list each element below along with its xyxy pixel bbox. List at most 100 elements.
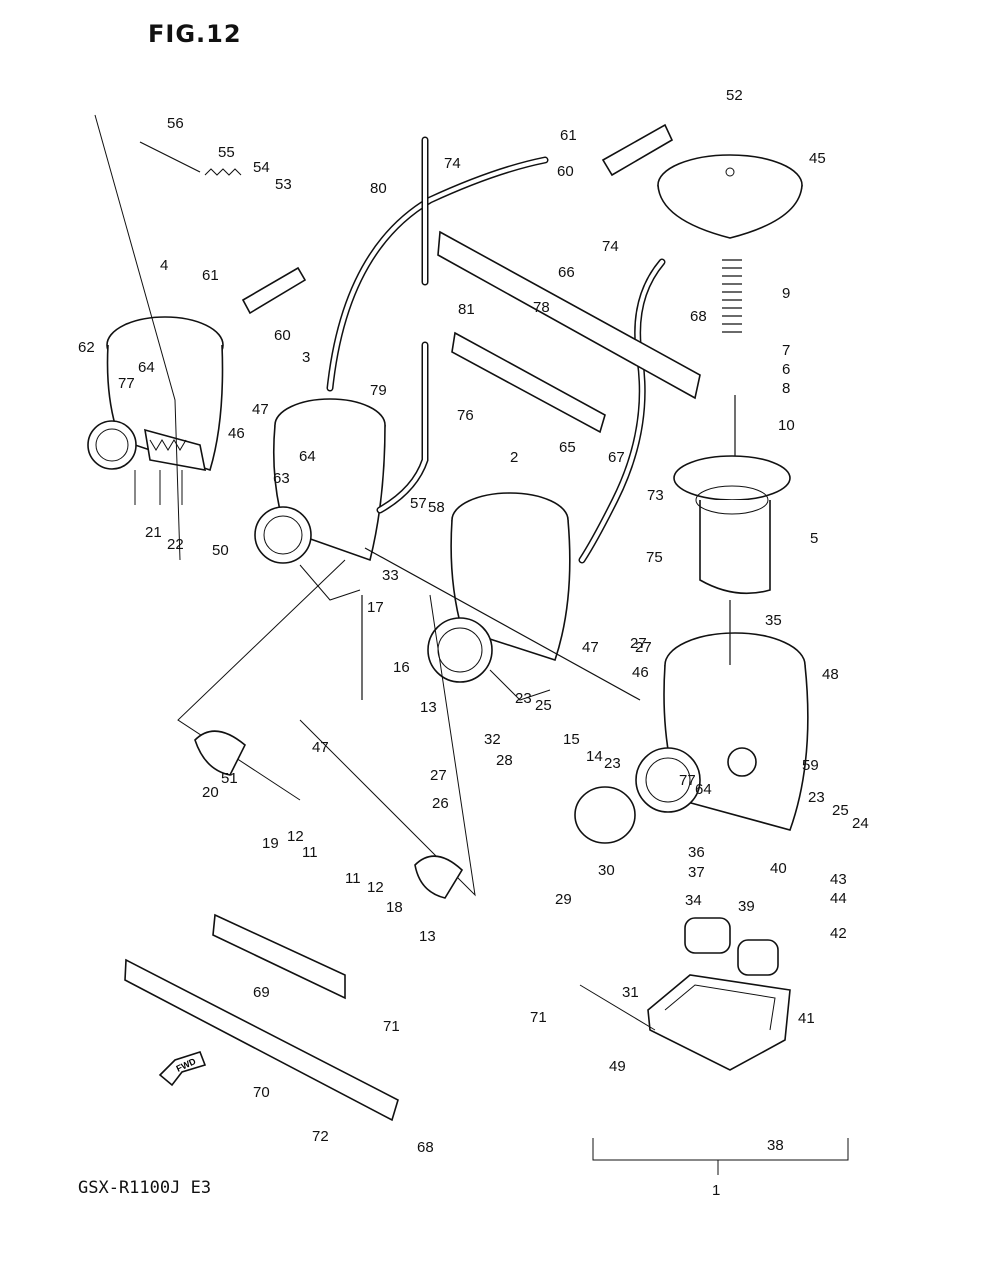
callout-12: 12 (287, 828, 304, 845)
callout-28: 28 (496, 752, 513, 769)
callout-45: 45 (809, 150, 826, 167)
callout-66: 66 (558, 264, 575, 281)
assembly-bracket-1 (592, 1138, 849, 1161)
callout-46: 46 (632, 664, 649, 681)
callout-4: 4 (160, 257, 168, 274)
callout-50: 50 (212, 542, 229, 559)
callout-36: 36 (688, 844, 705, 861)
callout-54: 54 (253, 159, 270, 176)
callout-35: 35 (765, 612, 782, 629)
callout-27: 27 (430, 767, 447, 784)
callout-64: 64 (299, 448, 316, 465)
spring-20 (194, 730, 246, 776)
callout-17: 17 (367, 599, 384, 616)
callout-20: 20 (202, 784, 219, 801)
screw-56 (139, 141, 201, 173)
callout-22: 22 (167, 536, 184, 553)
assembly-line-13 (299, 594, 476, 897)
plate-60-left (241, 266, 307, 315)
carburetor-body-right (635, 632, 809, 831)
callout-49: 49 (609, 1058, 626, 1075)
callout-61: 61 (202, 267, 219, 284)
callout-47: 47 (582, 639, 599, 656)
callout-71: 71 (530, 1009, 547, 1026)
callout-65: 65 (559, 439, 576, 456)
callout-13: 13 (420, 699, 437, 716)
callout-32: 32 (484, 731, 501, 748)
callout-72: 72 (312, 1128, 329, 1145)
callout-57: 57 (410, 495, 427, 512)
callout-38: 38 (767, 1137, 784, 1154)
callout-77: 77 (679, 772, 696, 789)
callout-21: 21 (145, 524, 162, 541)
callout-31: 31 (622, 984, 639, 1001)
assembly-line-31 (579, 984, 656, 1031)
callout-55: 55 (218, 144, 235, 161)
callout-78: 78 (533, 299, 550, 316)
bracket-69 (212, 913, 346, 1000)
callout-19: 19 (262, 835, 279, 852)
callout-30: 30 (598, 862, 615, 879)
callout-39: 39 (738, 898, 755, 915)
callout-26: 26 (432, 795, 449, 812)
diaphragm-piston-5 (673, 455, 791, 595)
parts-illustration: FWD (87, 114, 849, 1175)
callout-5: 5 (810, 530, 818, 547)
callout-79: 79 (370, 382, 387, 399)
bracket-65 (451, 331, 606, 434)
callout-67: 67 (608, 449, 625, 466)
callout-48: 48 (822, 666, 839, 683)
callout-9: 9 (782, 285, 790, 302)
callout-2: 2 (510, 449, 518, 466)
callout-76: 76 (457, 407, 474, 424)
callout-52: 52 (726, 87, 743, 104)
callout-73: 73 (647, 487, 664, 504)
float-bowl-31 (647, 974, 791, 1071)
callout-23: 23 (515, 690, 532, 707)
bracket-66 (437, 230, 701, 400)
hose-79 (376, 341, 429, 514)
callout-64: 64 (695, 781, 712, 798)
callout-27: 27 (635, 639, 652, 656)
callout-18: 18 (386, 899, 403, 916)
callout-6: 6 (782, 361, 790, 378)
callout-68: 68 (690, 308, 707, 325)
callout-11: 11 (345, 870, 361, 887)
callout-58: 58 (428, 499, 445, 516)
callout-69: 69 (253, 984, 270, 1001)
callout-numbers: 1234567891011111212131314151617181920212… (78, 87, 869, 1199)
callout-29: 29 (555, 891, 572, 908)
callout-64: 64 (138, 359, 155, 376)
callout-14: 14 (586, 748, 603, 765)
callout-51: 51 (221, 770, 238, 787)
callout-46: 46 (228, 425, 245, 442)
top-cap-52 (657, 154, 803, 239)
carburetor-3 (254, 398, 386, 601)
plate-60-right (601, 123, 674, 177)
callout-77: 77 (118, 375, 135, 392)
callout-53: 53 (275, 176, 292, 193)
callout-47: 47 (312, 739, 329, 756)
callout-34: 34 (685, 892, 702, 909)
callout-75: 75 (646, 549, 663, 566)
figure-title: FIG.12 (148, 20, 242, 48)
callout-33: 33 (382, 567, 399, 584)
callout-37: 37 (688, 864, 705, 881)
carburetor-4 (87, 316, 224, 505)
callout-81: 81 (458, 301, 475, 318)
callout-71: 71 (383, 1018, 400, 1035)
callout-7: 7 (782, 342, 790, 359)
callout-61: 61 (560, 127, 577, 144)
model-code: GSX-R1100J E3 (78, 1178, 212, 1198)
callout-63: 63 (273, 470, 290, 487)
callout-59: 59 (802, 757, 819, 774)
callout-70: 70 (253, 1084, 270, 1101)
callout-11: 11 (302, 844, 318, 861)
callout-68: 68 (417, 1139, 434, 1156)
callout-47: 47 (252, 401, 269, 418)
callout-1: 1 (712, 1182, 720, 1199)
callout-74: 74 (602, 238, 619, 255)
callout-62: 62 (78, 339, 95, 356)
callout-40: 40 (770, 860, 787, 877)
